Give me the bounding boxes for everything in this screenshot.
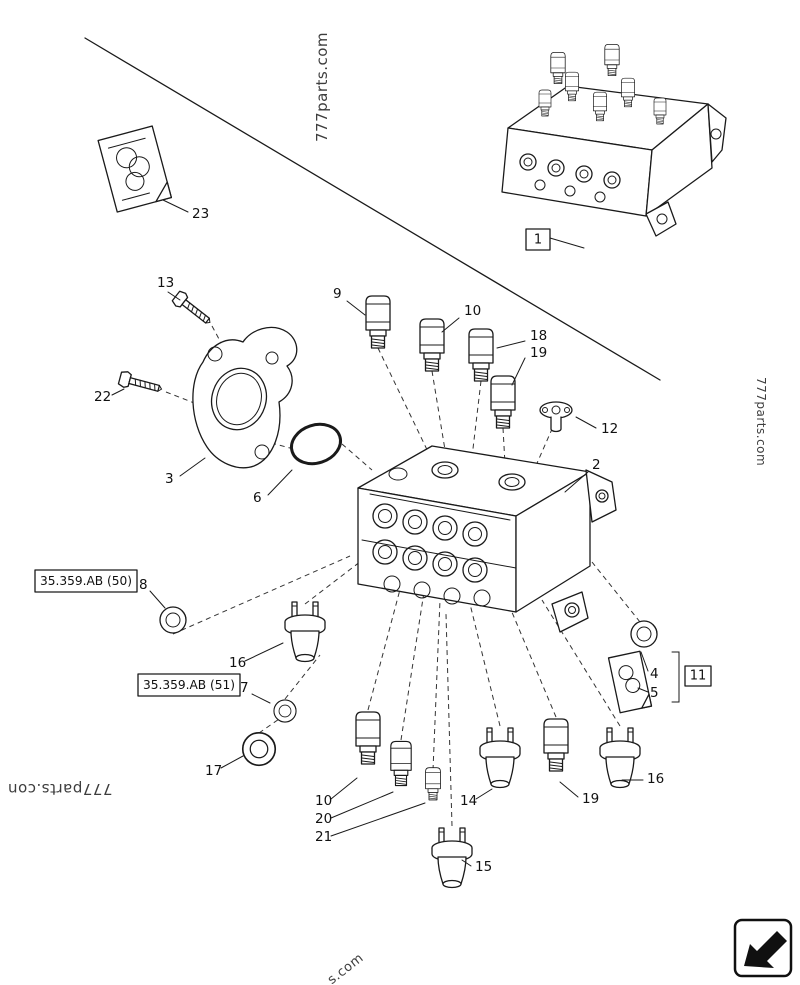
assembly-ref-box-1[interactable]: 1	[525, 228, 551, 251]
callout-21: 21	[315, 829, 332, 845]
callout-17: 17	[205, 763, 222, 779]
callout-10: 10	[464, 303, 481, 319]
callout-19: 19	[530, 345, 547, 361]
boot-cap-16a	[284, 601, 326, 663]
fitting-21	[425, 767, 441, 801]
relief-plug-9	[365, 295, 391, 349]
callout-18: 18	[530, 328, 547, 344]
valve-body-2	[357, 445, 617, 633]
assembly-ref-label: 1	[534, 233, 542, 248]
diagonal-separator-line	[84, 37, 661, 381]
plug-7	[273, 699, 297, 723]
callout-20: 20	[315, 811, 332, 827]
callout-8: 8	[139, 577, 148, 593]
group-ref-label: 11	[690, 669, 707, 684]
bolt-22	[117, 369, 165, 398]
watermark-left-bottom: 777parts.con	[8, 780, 113, 798]
boot-cap-14	[479, 727, 521, 789]
flange-fitting-12	[539, 401, 573, 433]
callout-2: 2	[592, 457, 601, 473]
plug-10b	[355, 711, 381, 765]
callout-16a: 16	[229, 655, 246, 671]
callout-13: 13	[157, 275, 174, 291]
callout-16b: 16	[647, 771, 664, 787]
callout-19b: 19	[582, 791, 599, 807]
callout-leader-lines	[111, 199, 649, 867]
relief-plug-19	[490, 375, 516, 429]
callout-23: 23	[192, 206, 209, 222]
boot-cap-16b	[599, 727, 641, 789]
callout-9: 9	[333, 286, 342, 302]
callout-12: 12	[601, 421, 618, 437]
plug-17	[241, 731, 277, 767]
next-page-nav-button[interactable]	[733, 918, 793, 978]
watermark-right: 777parts.com	[754, 377, 768, 466]
assembled-valve-thumbnail	[501, 44, 727, 237]
watermark-bottom: s.com	[325, 951, 367, 985]
callout-7: 7	[240, 680, 249, 696]
section-ref-51-label: 35.359.AB (51)	[143, 678, 235, 692]
callout-4: 4	[650, 666, 659, 682]
callout-22: 22	[94, 389, 111, 405]
plug-4	[630, 620, 658, 648]
plug-19b	[543, 718, 569, 772]
relief-plug-18	[468, 328, 494, 382]
callout-15: 15	[475, 859, 492, 875]
section-ref-box-51[interactable]: 35.359.AB (51)	[137, 673, 241, 697]
end-cover-flange-3	[192, 326, 298, 469]
group-ref-box-11[interactable]: 11	[671, 651, 712, 703]
callout-14: 14	[460, 793, 477, 809]
callout-6: 6	[253, 490, 262, 506]
relief-plug-10	[419, 318, 445, 372]
callout-3: 3	[165, 471, 174, 487]
decal-sticker-5	[607, 650, 653, 714]
watermark-top: 777parts.com	[313, 32, 331, 142]
bolt-13	[170, 289, 216, 330]
plug-8	[159, 606, 187, 634]
callout-10b: 10	[315, 793, 332, 809]
o-ring-6	[290, 422, 342, 466]
plug-20	[390, 740, 412, 787]
callout-5: 5	[650, 685, 659, 701]
boot-cap-15	[431, 827, 473, 889]
nav-arrow-icon	[744, 931, 787, 968]
decal-sticker-23	[97, 125, 173, 213]
section-ref-50-label: 35.359.AB (50)	[40, 574, 132, 588]
section-ref-box-50[interactable]: 35.359.AB (50)	[34, 569, 138, 593]
